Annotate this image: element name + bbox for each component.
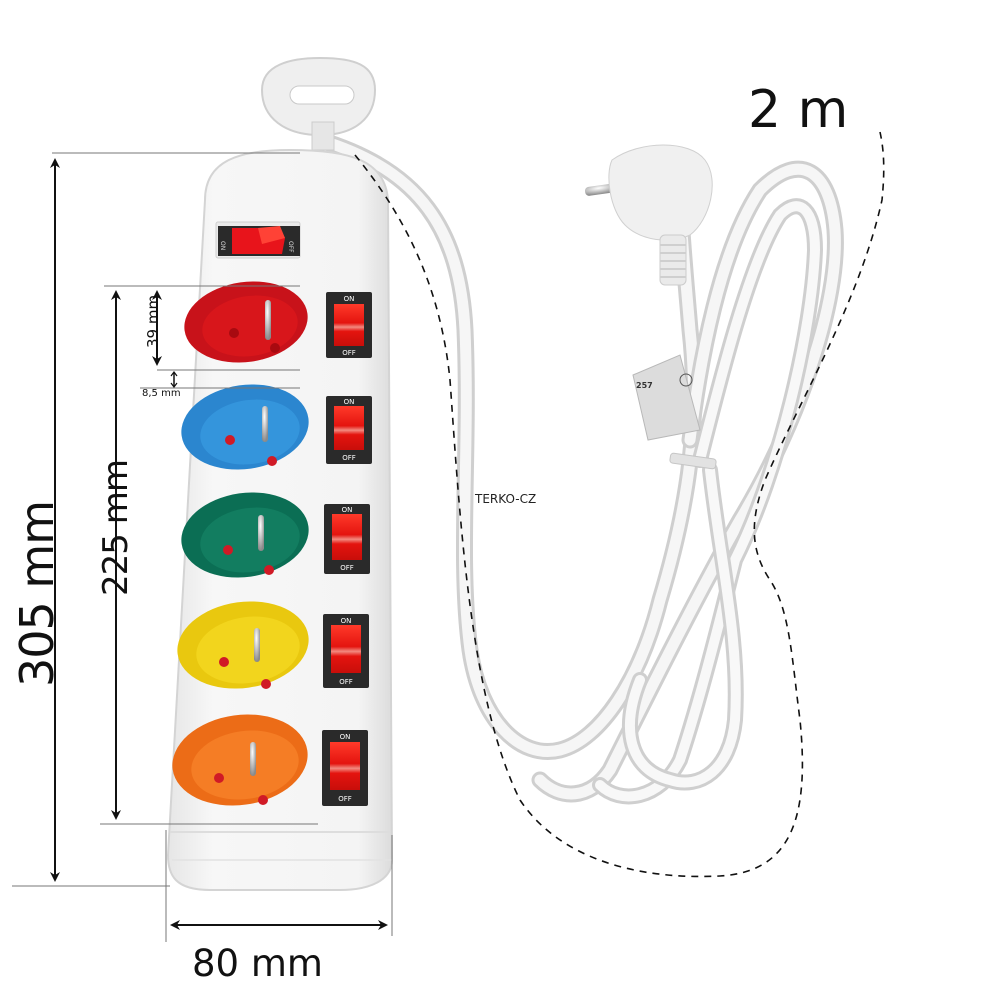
outlet-yellow[interactable] [172, 593, 315, 697]
main-switch-on-label: ON [219, 241, 226, 250]
outlet-blue[interactable] [176, 377, 314, 478]
dimension-lines [12, 131, 885, 942]
plug [584, 144, 713, 286]
outlet-green[interactable] [176, 485, 314, 586]
svg-text:OFF: OFF [342, 454, 356, 462]
cord-length-label: 2 m [748, 80, 849, 140]
watermark-text: TERKO-CZ [475, 492, 537, 506]
svg-text:ON: ON [344, 398, 355, 406]
outlet-red[interactable] [179, 274, 313, 370]
outlet-span-label: 225 mm [96, 460, 136, 596]
outlet-switch-4[interactable]: ON OFF [323, 614, 369, 688]
svg-text:ON: ON [344, 295, 355, 303]
svg-text:OFF: OFF [342, 349, 356, 357]
outlet-orange[interactable] [166, 706, 313, 814]
outlet-gap-label: 8,5 mm [142, 388, 181, 399]
svg-text:257: 257 [636, 381, 653, 390]
outlet-switch-1[interactable]: ON OFF [326, 292, 372, 358]
outlet-height-label: 39 mm [144, 294, 162, 348]
svg-text:ON: ON [342, 506, 353, 514]
outlet-switch-3[interactable]: ON OFF [324, 504, 370, 574]
hanger-tab [260, 56, 377, 151]
svg-text:OFF: OFF [339, 678, 353, 686]
outlet-switch-5[interactable]: ON OFF [322, 730, 368, 806]
cord-label-tag: 257 [632, 354, 701, 441]
width-label: 80 mm [192, 942, 323, 985]
svg-text:ON: ON [341, 617, 352, 625]
svg-text:ON: ON [340, 733, 351, 741]
power-cord [311, 131, 844, 805]
total-length-label: 305 mm [10, 500, 64, 687]
svg-text:OFF: OFF [338, 795, 352, 803]
outlet-switch-2[interactable]: ON OFF [326, 396, 372, 464]
main-power-switch[interactable]: ON OFF [215, 221, 301, 259]
main-switch-off-label: OFF [287, 241, 294, 253]
svg-text:OFF: OFF [340, 564, 354, 572]
